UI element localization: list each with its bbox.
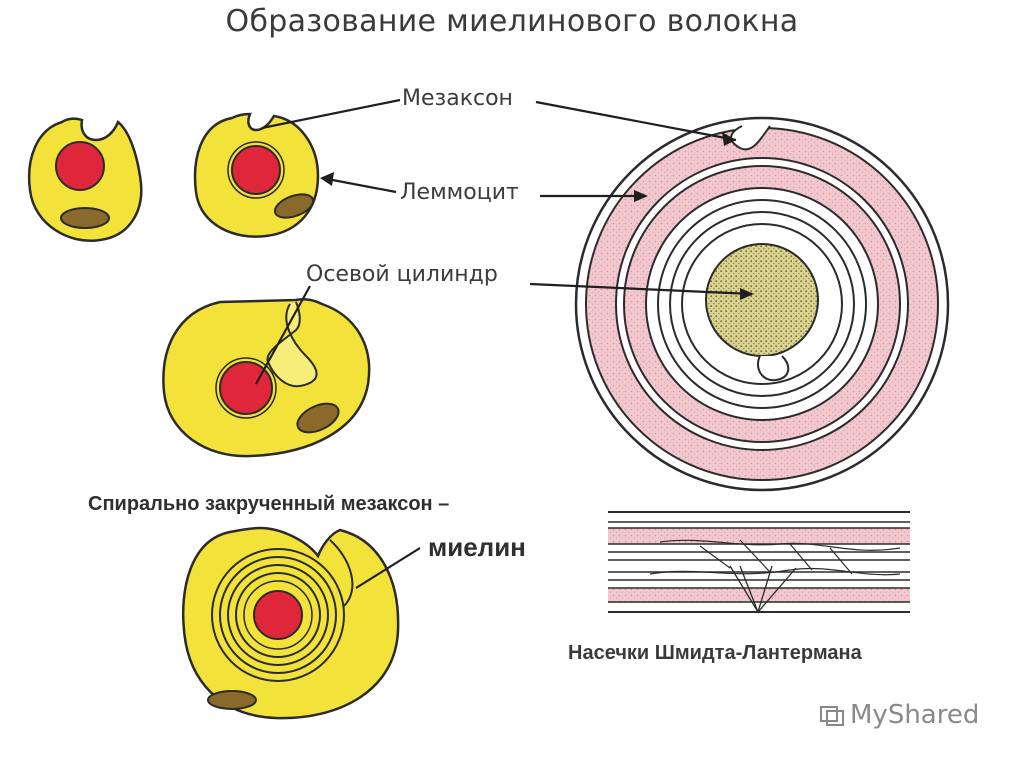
label-schmidt-lanterman-notches: Насечки Шмидта-Лантермана	[568, 642, 862, 665]
leader-mesaxon-stage2	[262, 100, 400, 128]
myshared-logo-icon	[820, 703, 846, 727]
stage-4-cell	[183, 528, 398, 718]
stage-1-cell	[29, 119, 141, 241]
myelinated-fiber-cross-section	[576, 118, 948, 490]
watermark-text: MyShared	[850, 700, 979, 730]
label-mesaxon: Мезаксон	[402, 86, 513, 111]
leader-lemmocyte-stage2	[322, 178, 396, 192]
leader-mesaxon-fiber	[536, 102, 736, 140]
stage-2-cell	[195, 114, 318, 237]
stage-3-cell	[163, 299, 369, 456]
myshared-watermark: MyShared	[820, 700, 979, 730]
label-axial-cylinder: Осевой цилиндр	[306, 262, 498, 287]
longitudinal-fiber-section	[608, 512, 910, 612]
label-spiral-mesaxon: Спирально закрученный мезаксон –	[88, 493, 449, 516]
label-myelin: миелин	[428, 532, 526, 563]
label-lemmocyte: Леммоцит	[400, 180, 519, 205]
